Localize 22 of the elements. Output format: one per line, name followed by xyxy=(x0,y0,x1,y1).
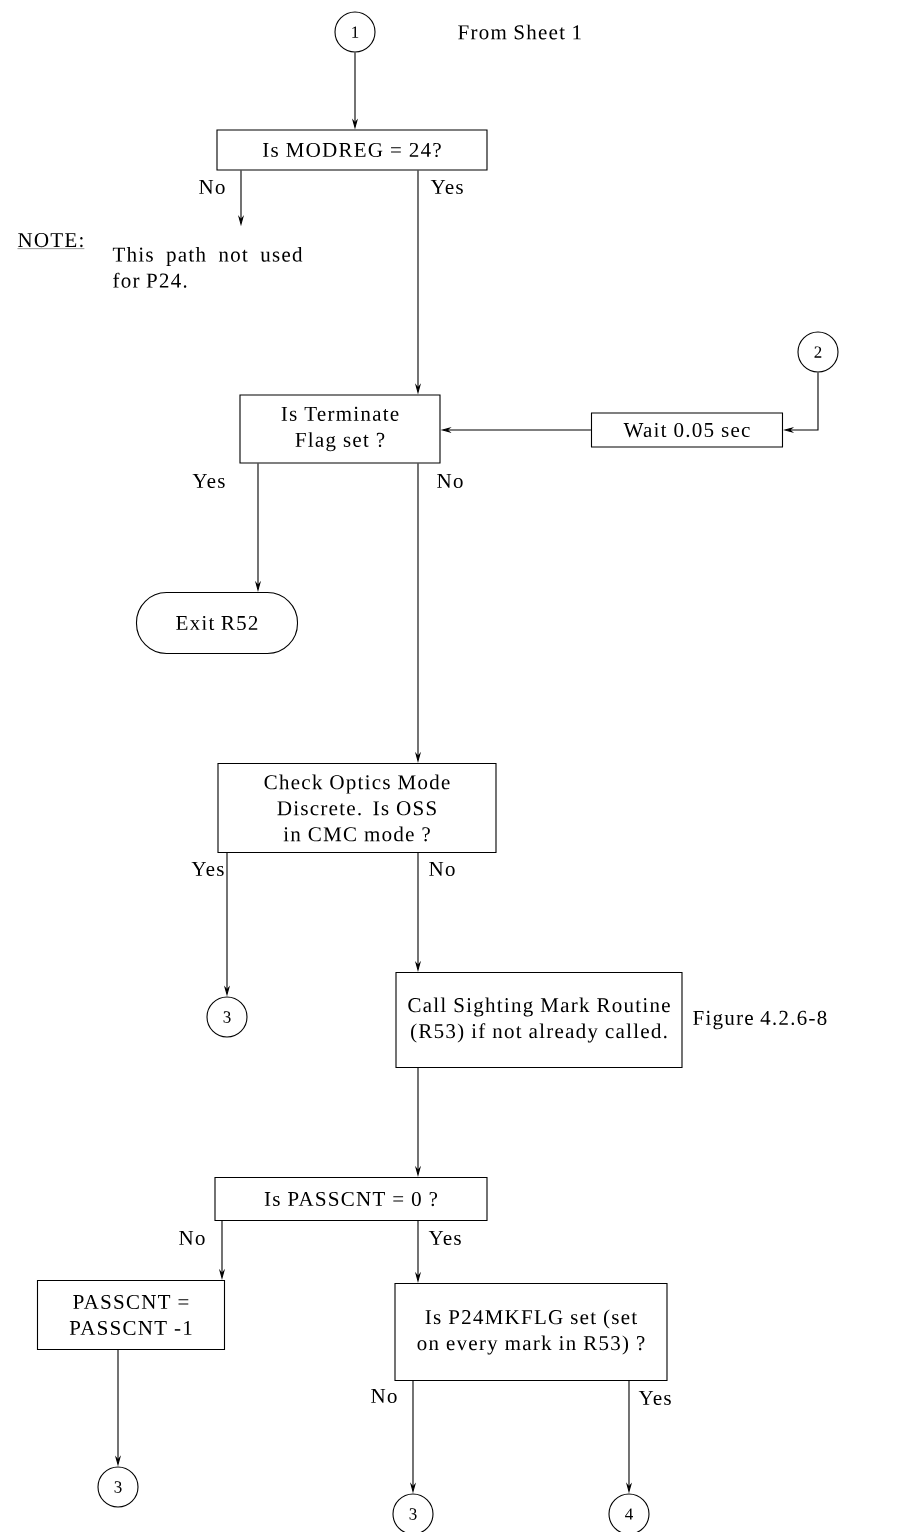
process-box: Is P24MKFLG set (set on every mark in R53) ? xyxy=(394,1282,668,1382)
terminal-box: Exit R52 xyxy=(135,591,299,655)
process-box: Call Sighting Mark Routine (R53) if not already called. xyxy=(395,971,683,1069)
edge-label: Yes xyxy=(428,1231,461,1245)
process-box: PASSCNT = PASSCNT -1 xyxy=(36,1279,226,1351)
process-box: Is MODREG = 24? xyxy=(216,129,488,171)
process-box: Wait 0.05 sec xyxy=(590,412,784,448)
note-text: NOTE: This path not used for P24. xyxy=(17,233,303,288)
edge-label: No xyxy=(437,474,463,488)
edge-label: No xyxy=(371,1389,397,1403)
edge-label: Yes xyxy=(430,180,463,194)
edge-label: Yes xyxy=(638,1391,671,1405)
edge-label: No xyxy=(429,862,455,876)
edge-label: No xyxy=(179,1231,205,1245)
caption-text: From Sheet 1 xyxy=(458,24,581,40)
edge-label: Yes xyxy=(192,474,225,488)
process-box: Is PASSCNT = 0 ? xyxy=(214,1176,488,1222)
process-box: Check Optics Mode Discrete. Is OSS in CMC mode ? xyxy=(217,762,497,854)
edge-label: Yes xyxy=(191,862,224,876)
caption-text: Figure 4.2.6-8 xyxy=(693,1010,827,1030)
process-box: Is Terminate Flag set ? xyxy=(239,394,441,464)
edge-label: No xyxy=(199,180,225,194)
